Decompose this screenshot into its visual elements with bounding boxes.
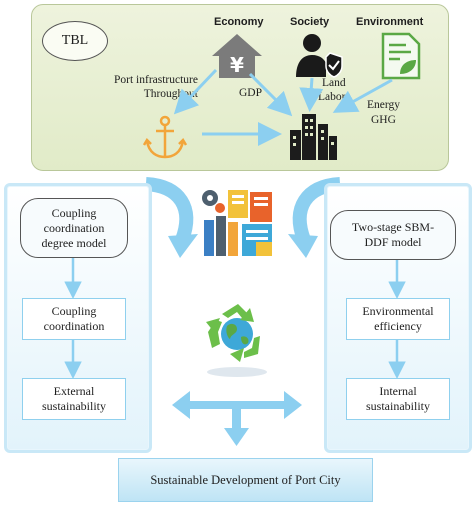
step1-line2: coordination bbox=[43, 319, 105, 333]
step2-line2: sustainability bbox=[42, 399, 106, 413]
environment-to-city-arrow bbox=[332, 78, 393, 113]
model-line3: degree model bbox=[41, 235, 107, 250]
step2-line1: External bbox=[53, 384, 95, 398]
model-line2: coordination bbox=[43, 220, 105, 235]
external-sustainability-box: External sustainability bbox=[22, 378, 126, 420]
city-buildings-icon bbox=[290, 114, 337, 160]
anchor-icon bbox=[142, 115, 188, 159]
sustainable-development-box: Sustainable Development of Port City bbox=[118, 458, 373, 502]
step2-line2: sustainability bbox=[366, 399, 430, 413]
economy-label: Economy bbox=[214, 16, 264, 28]
documents-gear-icon bbox=[202, 190, 272, 256]
gdp-label: GDP bbox=[239, 87, 263, 99]
economy-to-city-arrow bbox=[248, 72, 293, 117]
recycle-globe-icon bbox=[206, 304, 267, 377]
society-to-city-arrow bbox=[299, 77, 324, 112]
land-label: Land bbox=[322, 77, 346, 89]
coupling-coordination-box: Coupling coordination bbox=[22, 298, 126, 340]
step1-line1: Environmental bbox=[362, 304, 434, 318]
society-icon bbox=[296, 34, 343, 78]
sustainable-development-label: Sustainable Development of Port City bbox=[150, 472, 341, 487]
central-double-arrow bbox=[172, 391, 302, 446]
step2-line1: Internal bbox=[379, 384, 417, 398]
tbl-badge: TBL bbox=[42, 21, 108, 61]
economy-icon: ¥ bbox=[212, 34, 262, 78]
society-label: Society bbox=[290, 16, 330, 28]
energy-label: Energy bbox=[367, 99, 401, 111]
model-line1: Coupling bbox=[51, 205, 97, 220]
left-curved-arrow bbox=[145, 177, 198, 258]
coupling-coordination-degree-model-box: Coupling coordination degree model bbox=[20, 198, 128, 258]
tbl-badge-label: TBL bbox=[61, 33, 89, 48]
ghg-label: GHG bbox=[371, 114, 396, 126]
environment-label: Environment bbox=[356, 16, 424, 28]
svg-text:¥: ¥ bbox=[230, 53, 244, 77]
environment-icon bbox=[381, 32, 421, 80]
port-infrastructure-line1: Port infrastructure bbox=[114, 74, 198, 86]
step1-line1: Coupling bbox=[51, 304, 97, 318]
step1-line2: efficiency bbox=[374, 319, 422, 333]
economy-to-anchor-arrow bbox=[173, 68, 218, 115]
model-line1: Two-stage SBM- bbox=[351, 220, 435, 234]
internal-sustainability-box: Internal sustainability bbox=[346, 378, 450, 420]
two-stage-sbm-ddf-model-box: Two-stage SBM- DDF model bbox=[330, 210, 456, 260]
environmental-efficiency-box: Environmental efficiency bbox=[346, 298, 450, 340]
model-line2: DDF model bbox=[364, 235, 422, 249]
